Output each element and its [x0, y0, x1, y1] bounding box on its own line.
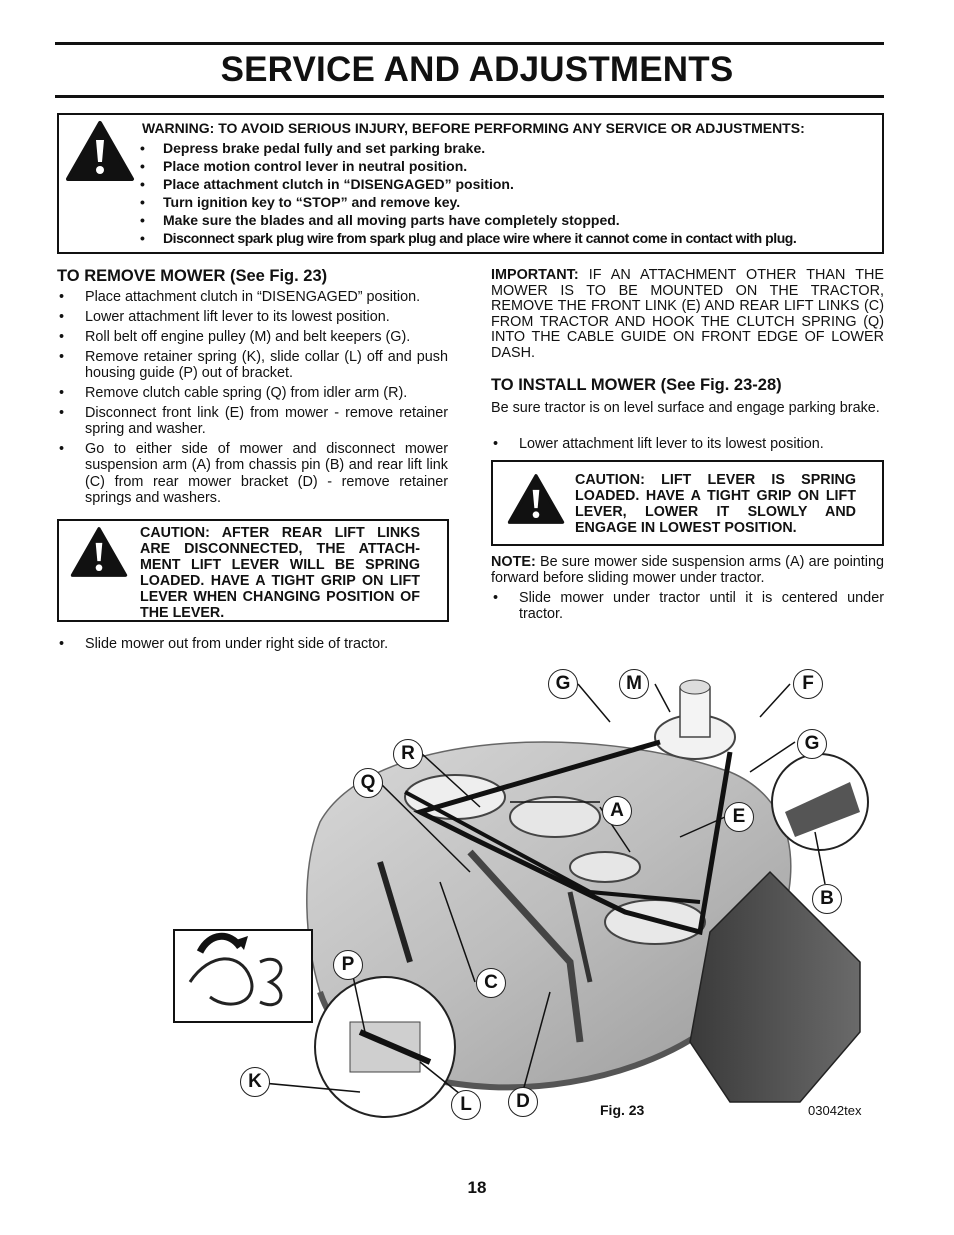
callout-label: R	[393, 739, 423, 769]
warning-item: Depress brake pedal fully and set parkin…	[140, 139, 880, 157]
callout-label: G	[797, 729, 827, 759]
remove-mower-heading: TO REMOVE MOWER (See Fig. 23)	[57, 267, 328, 285]
warning-icon	[66, 121, 134, 181]
page-title: SERVICE AND ADJUSTMENTS	[220, 50, 734, 89]
figure-caption: Fig. 23	[600, 1102, 645, 1118]
suspension-arm	[467, 849, 584, 1043]
callout-label: Q	[353, 768, 383, 798]
caution-text-left: CAUTION: AFTER REAR LIFT LINKS ARE DISCO…	[140, 525, 420, 621]
warning-list: Depress brake pedal fully and set parkin…	[140, 139, 880, 247]
list-item: Roll belt off engine pulley (M) and belt…	[57, 329, 448, 346]
list-item: Remove clutch cable spring (Q) from idle…	[57, 385, 448, 402]
callout-label: C	[476, 968, 506, 998]
top-rule	[55, 42, 884, 45]
figure-code: 03042tex	[808, 1103, 862, 1118]
important-paragraph: IMPORTANT: IF AN ATTACHMENT OTHER THAN T…	[491, 267, 884, 361]
install-list-1: Lower attachment lift lever to its lowes…	[491, 436, 884, 456]
callout-label: M	[619, 669, 649, 699]
remove-steps-list: Place attachment clutch in “DISENGAGED” …	[57, 289, 448, 510]
caution-icon	[70, 527, 128, 577]
caution-text-right: CAUTION: LIFT LEVER IS SPRING LOADED. HA…	[575, 472, 856, 536]
warning-box	[57, 113, 884, 254]
callout-label: L	[451, 1090, 481, 1120]
important-text: IF AN ATTACHMENT OTHER THAN THE MOWER IS…	[491, 267, 884, 361]
list-item: Lower attachment lift lever to its lowes…	[491, 436, 884, 453]
important-label: IMPORTANT:	[491, 267, 579, 283]
idler-pulley	[569, 851, 641, 883]
caution-box-left	[57, 519, 449, 622]
list-item: Slide mower under tractor until it is ce…	[491, 590, 884, 623]
list-item: Lower attachment lift lever to its lowes…	[57, 309, 448, 326]
warning-heading: WARNING: TO AVOID SERIOUS INJURY, BEFORE…	[142, 120, 805, 136]
callout-label: P	[333, 950, 363, 980]
note-text: Be sure mower side suspension arms (A) a…	[491, 554, 884, 586]
spindle-pulley	[509, 796, 601, 838]
note-label: NOTE:	[491, 554, 536, 570]
list-item: Place attachment clutch in “DISENGAGED” …	[57, 289, 448, 306]
discharge-chute	[689, 870, 861, 1103]
list-item: Slide mower out from under right side of…	[57, 636, 448, 653]
callout-label: K	[240, 1067, 270, 1097]
rear-lift-link	[377, 861, 413, 963]
callout-label: B	[812, 884, 842, 914]
caution-icon	[507, 474, 565, 524]
install-mower-heading: TO INSTALL MOWER (See Fig. 23-28)	[491, 376, 782, 394]
mower-deck-illustration	[173, 679, 869, 1118]
list-item: Go to either side of mower and disconnec…	[57, 441, 448, 506]
callout-label: F	[793, 669, 823, 699]
drive-belt	[413, 739, 733, 936]
warning-item: Place attachment clutch in “DISENGAGED” …	[140, 175, 880, 193]
callout-label: E	[724, 802, 754, 832]
remove-final-list: Slide mower out from under right side of…	[57, 636, 448, 656]
warning-item: Turn ignition key to “STOP” and remove k…	[140, 193, 880, 211]
page-number: 18	[467, 1178, 487, 1197]
warning-item: Make sure the blades and all moving part…	[140, 211, 880, 229]
caution-box-right	[491, 460, 884, 546]
warning-item: Disconnect spark plug wire from spark pl…	[140, 229, 880, 247]
callout-label: A	[602, 796, 632, 826]
list-item: Remove retainer spring (K), slide collar…	[57, 349, 448, 382]
callout-label: G	[548, 669, 578, 699]
list-item: Disconnect front link (E) from mower - r…	[57, 405, 448, 438]
warning-item: Place motion control lever in neutral po…	[140, 157, 880, 175]
callout-label: D	[508, 1087, 538, 1117]
install-intro: Be sure tractor is on level surface and …	[491, 400, 880, 416]
title-rule	[55, 95, 884, 98]
note-paragraph: NOTE: Be sure mower side suspension arms…	[491, 554, 884, 586]
install-list-2: Slide mower under tractor until it is ce…	[491, 590, 884, 626]
